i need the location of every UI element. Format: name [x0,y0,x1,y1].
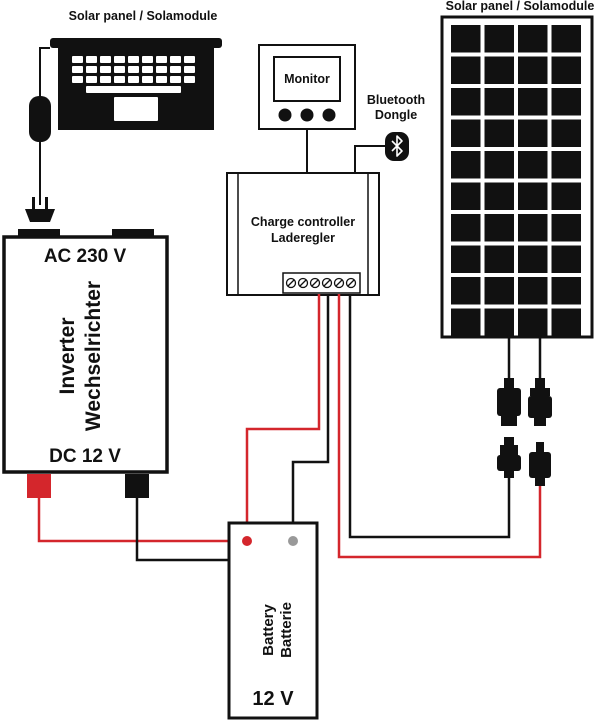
solar-cell [551,119,581,147]
solar-cell [484,88,514,116]
solar-cell [484,119,514,147]
bluetooth-cable [354,145,387,175]
monitor-button-3 [322,108,336,122]
inverter-label: Inverter [56,317,79,394]
solar-cell [518,182,548,210]
solar-cell [551,151,581,179]
solar-cell [451,151,481,179]
panel-caption: Solar panel / Solamodule [446,0,595,13]
solar-cell [484,308,514,336]
solar-cell [518,214,548,242]
solar-cell [484,25,514,53]
solar-cell [518,88,548,116]
solar-cell [551,245,581,273]
solar-cell [551,214,581,242]
charge-controller-box [226,172,380,296]
bluetooth-dongle-icon [385,132,409,161]
solar-cell [551,182,581,210]
solar-panel [440,15,594,339]
solar-cell [484,151,514,179]
solar-cell [518,308,548,336]
monitor-device [258,44,356,130]
solar-cell [451,245,481,273]
battery-voltage-label: 12 V [252,688,294,710]
power-plug-icon [25,197,55,222]
battery-label: Battery [260,603,277,655]
laptop-power-cable [39,47,50,96]
battery-positive-terminal [242,536,252,546]
inverter-dc-label: DC 12 V [49,446,121,467]
solar-cell [518,277,548,305]
solar-cell [551,25,581,53]
battery-box [227,521,319,720]
battery-negative-terminal [288,536,298,546]
solar-cell [518,56,548,84]
controller-label-de: Laderegler [271,231,335,245]
panel-positive-lead [337,294,542,559]
controller-battery-positive-wire [245,294,321,541]
power-adapter [29,96,51,142]
solar-cell [518,119,548,147]
solar-cell [551,56,581,84]
controller-label: Charge controller [251,215,355,229]
laptop-icon [50,38,222,130]
inverter-label-de: Wechselrichter [82,281,105,431]
bluetooth-label-line1: Bluetooth [367,93,425,107]
solar-cell [451,88,481,116]
mc4-connector-icon [497,378,552,486]
solar-cell [551,308,581,336]
solar-cell [484,277,514,305]
solar-cell [451,182,481,210]
inverter-battery-positive-wire [37,498,247,543]
solar-cell [484,182,514,210]
solar-cell [518,151,548,179]
terminal-block-icon [285,277,357,289]
solar-cell [451,214,481,242]
solar-cell [451,308,481,336]
laptop-caption: Solar panel / Solamodule [69,9,218,23]
solar-cell-grid [451,25,581,336]
inverter-negative-terminal [125,474,149,498]
solar-cell [451,119,481,147]
monitor-label: Monitor [284,72,330,86]
panel-negative-lead [348,294,511,539]
solar-cell [518,25,548,53]
monitor-button-2 [300,108,314,122]
battery-label-de: Batterie [278,602,295,658]
monitor-button-1 [278,108,292,122]
solar-cell [484,56,514,84]
inverter-positive-terminal [27,474,51,498]
solar-cell [551,277,581,305]
solar-cell [451,56,481,84]
solar-cell [518,245,548,273]
inverter-ac-label: AC 230 V [44,246,127,267]
solar-cell [484,245,514,273]
bluetooth-label-line2: Dongle [375,108,417,122]
solar-cell [551,88,581,116]
solar-cell [451,25,481,53]
solar-cell [484,214,514,242]
controller-battery-negative-wire [291,294,330,541]
solar-cell [451,277,481,305]
inverter-box [2,229,169,474]
